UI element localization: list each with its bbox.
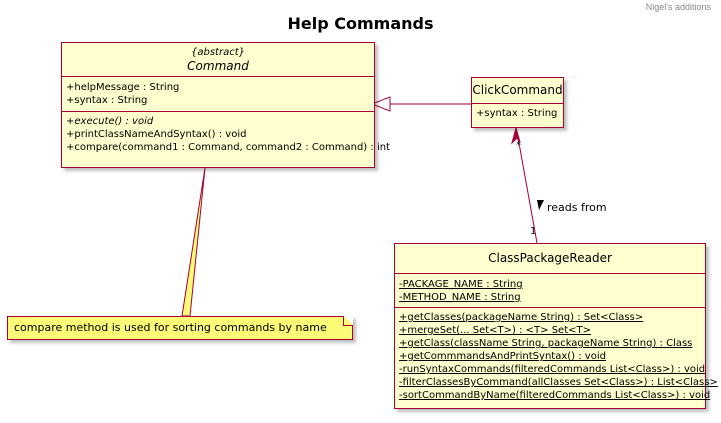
note-anchor (181, 167, 206, 317)
sorting-note: compare method is used for sorting comma… (7, 316, 353, 340)
method: +printClassNameAndSyntax() : void (66, 129, 247, 140)
association-line (516, 131, 538, 244)
class-command-methods: +execute() : void +printClassNameAndSynt… (62, 112, 390, 156)
multiplicity-target: 1 (530, 226, 537, 237)
attribute: -PACKAGE_NAME : String (399, 279, 523, 290)
class-command-attributes: +helpMessage : String +syntax : String (62, 77, 374, 112)
association-label: reads from (547, 201, 607, 214)
class-reader-methods: +getClasses(packageName String) : Set<Cl… (395, 308, 718, 404)
method: -runSyntaxCommands(filteredCommands List… (399, 364, 706, 375)
diagram-title: Help Commands (287, 14, 434, 33)
class-command-name: Command (187, 59, 249, 73)
method: +getClasses(packageName String) : Set<Cl… (399, 312, 644, 323)
note-text: compare method is used for sorting comma… (14, 321, 327, 334)
attribute: +syntax : String (476, 108, 558, 119)
multiplicity-source: * (516, 140, 521, 151)
class-reader-attributes: -PACKAGE_NAME : String -METHOD_NAME : St… (395, 274, 705, 308)
association-arrowhead (511, 126, 521, 145)
direction-triangle-icon (537, 200, 544, 210)
attribute: +helpMessage : String (66, 82, 180, 93)
class-command[interactable]: {abstract} Command +helpMessage : String… (61, 42, 390, 168)
method: +execute() : void (66, 116, 154, 127)
note-fold-corner (343, 316, 353, 326)
method: +getClass(className String, packageName … (399, 338, 693, 349)
method: +compare(command1 : Command, command2 : … (66, 142, 390, 153)
generalization-arrowhead (370, 96, 391, 112)
class-package-reader[interactable]: ClassPackageReader -PACKAGE_NAME : Strin… (394, 243, 718, 409)
method: +mergeSet(... Set<T>) : <T> Set<T> (399, 325, 591, 336)
attribute: -METHOD_NAME : String (399, 292, 521, 303)
class-command-header: {abstract} Command (62, 43, 374, 77)
header-note: Nigel's additions (645, 2, 711, 12)
class-command-stereotype: {abstract} (191, 47, 245, 58)
class-reader-name: ClassPackageReader (395, 244, 705, 274)
method: -sortCommandByName(filteredCommands List… (399, 390, 711, 401)
attribute: +syntax : String (66, 95, 148, 106)
class-click-command-name: ClickCommand (472, 78, 563, 104)
method: +getCommmandsAndPrintSyntax() : void (399, 351, 606, 362)
class-click-command[interactable]: ClickCommand +syntax : String (471, 77, 564, 128)
method: -filterClassesByCommand(allClasses Set<C… (399, 377, 718, 388)
class-click-command-attributes: +syntax : String (472, 104, 563, 122)
